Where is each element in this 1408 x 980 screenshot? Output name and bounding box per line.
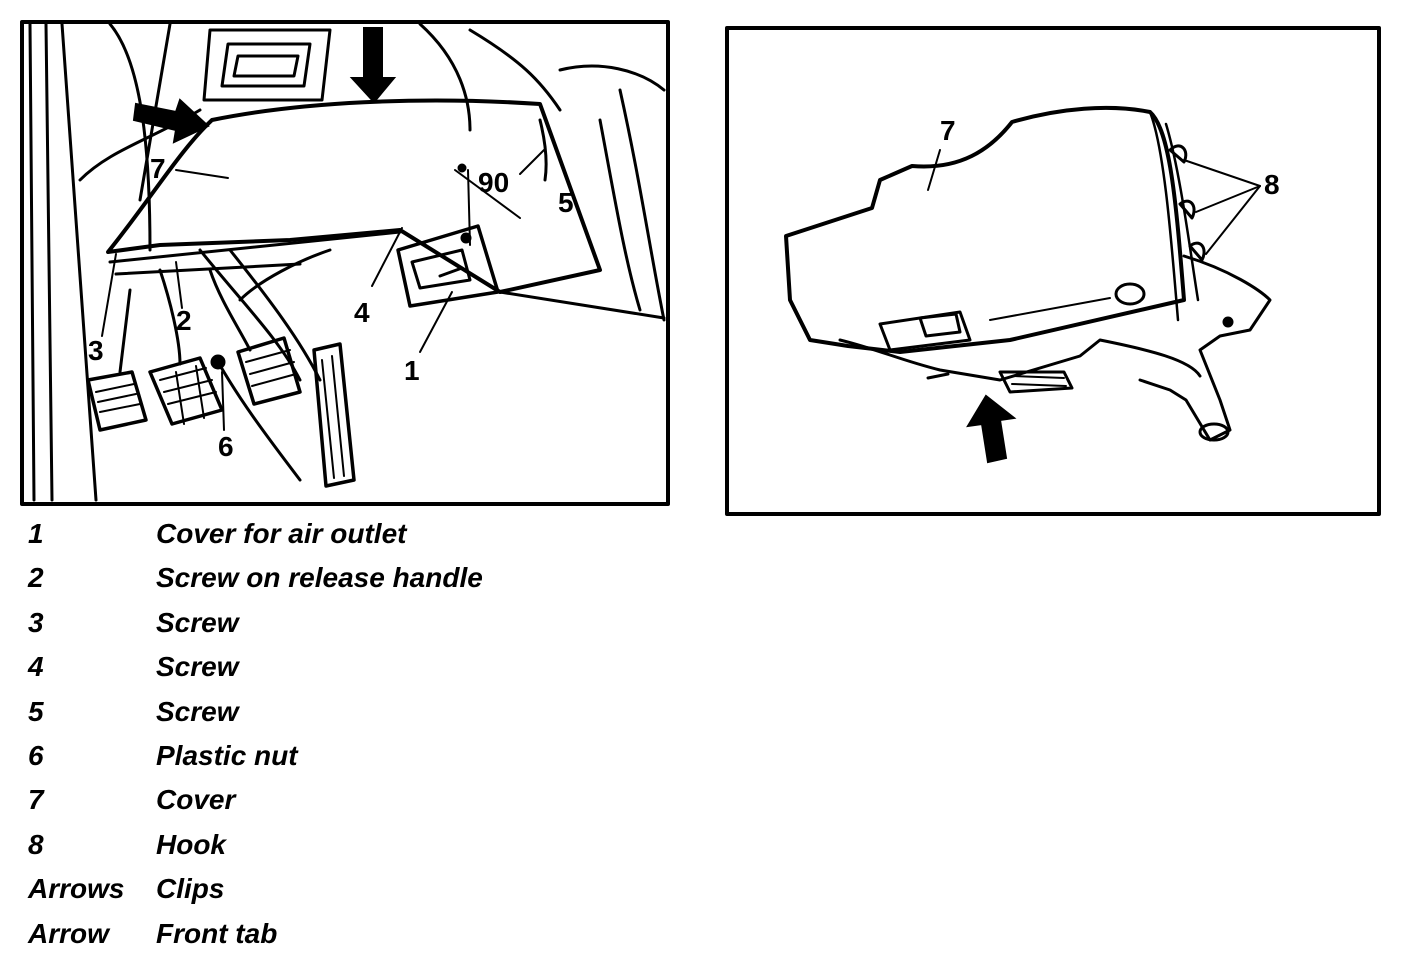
clip-arrow-icon (349, 27, 397, 104)
brake-pedal (148, 268, 224, 426)
legend-key: 4 (28, 651, 44, 683)
callout-8: 8 (1264, 169, 1280, 200)
lower-dash-cover (106, 98, 602, 294)
callout-5: 5 (558, 187, 574, 218)
callout-90: 90 (478, 167, 509, 198)
legend-key: 3 (28, 606, 44, 638)
hook-middle (1178, 199, 1196, 220)
legend-desc: Cover for air outlet (156, 518, 407, 549)
cover-part (784, 105, 1186, 354)
callout-2: 2 (176, 305, 192, 336)
legend-desc: Screw (156, 695, 239, 727)
callout-4: 4 (354, 297, 370, 328)
accelerator-pedal (208, 268, 302, 406)
legend-desc: Screw (156, 651, 239, 683)
clip-arrow-icon (132, 98, 210, 144)
legend-key: 5 (28, 695, 44, 727)
legend-desc: Screw on release handle (156, 562, 483, 594)
right-panel-frame (725, 26, 1381, 516)
left-panel (20, 20, 670, 506)
right-panel (725, 26, 1381, 516)
callout-6: 6 (218, 431, 234, 462)
legend-key: Arrows (28, 873, 125, 905)
legend-desc: Plastic nut (156, 739, 298, 771)
air-outlet-cover (396, 224, 500, 308)
legend-desc: Cover (156, 784, 236, 816)
clutch-pedal (86, 288, 148, 432)
callout-3: 3 (88, 335, 104, 366)
legend-key: 1 (28, 518, 44, 549)
callout-7: 7 (150, 153, 166, 184)
front-tab-arrow-icon (966, 394, 1017, 464)
legend-key: 2 (28, 562, 44, 594)
legend-desc: Screw (156, 606, 239, 638)
left-panel-frame (20, 20, 670, 506)
callout-1: 1 (404, 355, 420, 386)
legend-key: 6 (28, 739, 44, 771)
callout-7-right: 7 (940, 115, 956, 146)
legend-key: 7 (28, 784, 44, 816)
hook-top (1168, 144, 1188, 164)
legend-desc: Hook (156, 828, 226, 860)
hook-bottom (1188, 241, 1206, 262)
legend-key: 8 (28, 828, 44, 860)
legend-desc: Front tab (156, 917, 278, 949)
legend-key: Arrow (28, 917, 109, 949)
removal-diagram: 7 90 5 4 3 2 1 6 7 8 (20, 20, 1381, 516)
legend-desc: Clips (156, 873, 225, 905)
